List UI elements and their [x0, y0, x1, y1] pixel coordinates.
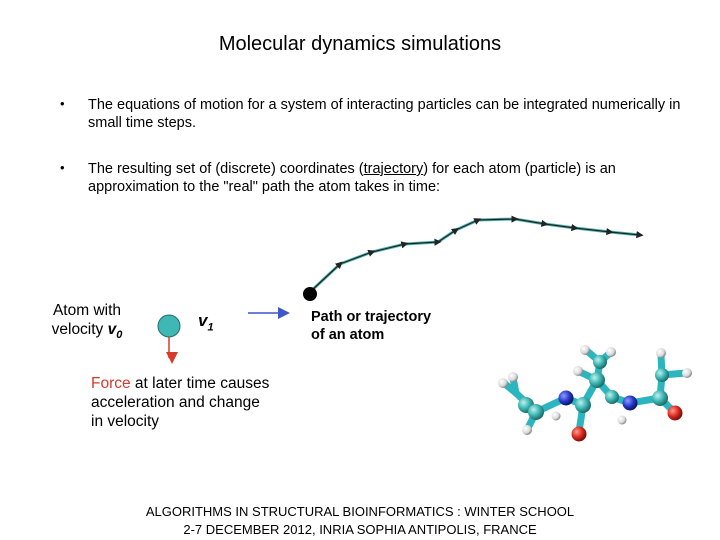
bullet-text-part: The resulting set of (discrete) coordina… [88, 161, 364, 177]
atom-label-v: v [107, 321, 117, 338]
force-word: Force [91, 375, 131, 392]
footer-line2: 2-7 DECEMBER 2012, INRIA SOPHIA ANTIPOLI… [183, 522, 537, 537]
molecule-image [498, 345, 692, 442]
path-label-line1: Path or trajectory [311, 309, 432, 325]
trajectory-start-atom [303, 287, 317, 301]
path-label-line2: of an atom [311, 327, 385, 343]
path-label: Path or trajectory of an atom [311, 308, 431, 344]
bullet-marker: • [60, 160, 65, 175]
trajectory-link[interactable]: trajectory [363, 161, 424, 177]
force-label: Force at later time causes acceleration … [91, 374, 269, 431]
trajectory-path [303, 215, 644, 301]
footer-line1: ALGORITHMS IN STRUCTURAL BIOINFORMATICS … [145, 504, 575, 519]
v1-sub: 1 [207, 321, 214, 334]
bullet-text: The equations of motion for a system of … [88, 97, 681, 131]
bullet-text-part: ) for each atom (particle) is an approxi… [88, 161, 616, 195]
bullet-text: The resulting set of (discrete) coordina… [88, 160, 688, 196]
bullet-marker: • [60, 96, 65, 111]
slide-title: Molecular dynamics simulations [218, 33, 502, 55]
atom-label-line2: velocity v0 [37, 320, 137, 345]
atom-label-sub: 0 [116, 329, 123, 342]
atom-circle [157, 314, 181, 338]
force-label-line3: in velocity [91, 413, 160, 430]
v1-letter: v [198, 311, 208, 330]
footer: ALGORITHMS IN STRUCTURAL BIOINFORMATICS … [0, 503, 720, 539]
v1-label: v1 [198, 311, 214, 333]
atom-label-prefix: velocity [51, 321, 108, 338]
force-label-line1: Force at later time causes [91, 374, 269, 393]
force-rest: at later time causes [130, 375, 270, 392]
force-label-line2: acceleration and change [91, 394, 260, 411]
atom-label: Atom with velocity v0 [37, 301, 137, 345]
atom-label-line1: Atom with [52, 302, 122, 319]
